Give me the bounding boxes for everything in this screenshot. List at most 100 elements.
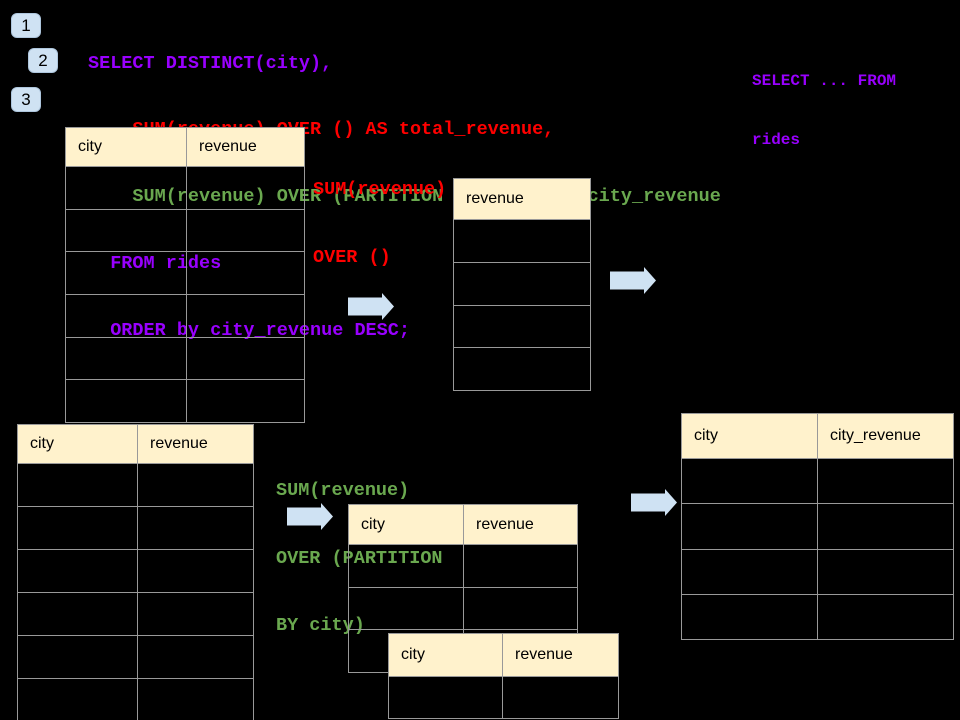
table-final-result: city city_revenue (681, 413, 954, 640)
table-cell (66, 167, 187, 209)
table-row (454, 219, 590, 262)
table-row (454, 304, 590, 348)
table-cell (66, 337, 187, 380)
step-badge-1-label: 1 (21, 15, 31, 35)
label-sum-over-partition: SUM(revenue) OVER (PARTITION BY city) (276, 435, 443, 683)
table-cell (138, 550, 253, 592)
sql-line-order-by: ORDER by city_revenue DESC; (88, 320, 410, 342)
arrow-right-icon-4 (631, 489, 677, 516)
table-cell (454, 348, 590, 390)
table-row (454, 261, 590, 305)
table-cell (187, 167, 304, 209)
table-cell (138, 507, 253, 549)
column-header-city: city (349, 505, 464, 544)
column-header-revenue: revenue (503, 634, 618, 676)
table-cell (682, 549, 818, 594)
table-cell (464, 588, 577, 630)
column-header-city: city (682, 414, 818, 458)
table-row (682, 548, 953, 594)
table-total-result: revenue (453, 178, 591, 391)
table-row (18, 678, 253, 720)
table-row (682, 503, 953, 549)
table-cell (454, 220, 590, 262)
sql-line-from: FROM rides (88, 253, 222, 275)
table-source-bottom: city revenue (17, 424, 254, 720)
column-header-city: city (66, 128, 187, 166)
column-header-city: city (18, 425, 138, 463)
table-cell (187, 338, 304, 380)
label-sum-over-partition-line-1: SUM(revenue) (276, 480, 410, 501)
column-header-city-revenue: city_revenue (818, 414, 953, 458)
table-cell (66, 209, 187, 252)
table-row (18, 549, 253, 592)
table-partition-overlay: city revenue (388, 633, 619, 719)
table-cell (818, 550, 953, 594)
column-header-revenue: revenue (138, 425, 253, 463)
table-cell (18, 550, 138, 592)
table-source-bottom-header-row: city revenue (18, 425, 253, 463)
table-partition-overlay-header-row: city revenue (389, 634, 618, 676)
table-cell (503, 677, 618, 718)
table-row (66, 251, 304, 295)
side-note-select-from-rides: SELECT ... FROM rides (752, 33, 896, 189)
side-note-line-2: rides (752, 130, 801, 149)
arrow-right-icon-3 (287, 503, 333, 530)
table-final-result-header-row: city city_revenue (682, 414, 953, 458)
table-cell (464, 545, 577, 587)
table-cell (66, 295, 187, 337)
table-row (66, 336, 304, 380)
label-sum-over-partition-line-3: BY city) (276, 615, 365, 636)
sql-line-select: SELECT DISTINCT(city), (88, 52, 333, 74)
column-header-revenue: revenue (454, 179, 590, 219)
table-cell (187, 210, 304, 252)
table-partition-mid-header-row: city revenue (349, 505, 577, 544)
table-cell (682, 504, 818, 549)
table-row (682, 593, 953, 639)
table-row (18, 635, 253, 678)
table-partition-mid: city revenue (348, 504, 578, 674)
table-cell (18, 679, 138, 720)
table-row (349, 586, 577, 630)
table-row (389, 676, 618, 718)
table-source-top: city revenue (65, 127, 305, 424)
table-row (18, 592, 253, 635)
table-row (454, 347, 590, 390)
table-cell (138, 636, 253, 678)
label-sum-over-total-line-1: SUM(revenue) (313, 179, 447, 200)
arrow-right-icon-1 (348, 293, 394, 320)
table-row (66, 379, 304, 423)
table-cell (18, 636, 138, 678)
table-cell (18, 507, 138, 549)
step-badge-3: 3 (11, 87, 41, 112)
table-cell (818, 504, 953, 548)
table-row (66, 166, 304, 209)
label-sum-over-partition-line-2: OVER (PARTITION (276, 547, 443, 569)
step-badge-2-label: 2 (38, 50, 48, 70)
table-cell (138, 679, 253, 720)
table-row (18, 506, 253, 549)
label-sum-over-total: SUM(revenue) OVER () (313, 134, 446, 314)
step-badge-2: 2 (28, 48, 58, 73)
table-row (349, 544, 577, 587)
table-row (66, 208, 304, 252)
label-sum-over-total-line-2: OVER () (313, 246, 391, 268)
table-cell (18, 464, 138, 506)
table-cell (389, 677, 503, 718)
table-cell (66, 252, 187, 295)
table-cell (187, 380, 304, 422)
table-row (682, 458, 953, 504)
table-cell (682, 594, 818, 639)
table-cell (187, 295, 304, 337)
table-cell (66, 380, 187, 423)
table-cell (349, 545, 464, 587)
table-total-result-header-row: revenue (454, 179, 590, 219)
step-badge-1: 1 (11, 13, 41, 38)
step-badge-3-label: 3 (21, 89, 31, 109)
side-note-line-1: SELECT ... FROM (752, 72, 897, 90)
table-cell (454, 306, 590, 348)
table-cell (454, 263, 590, 305)
table-cell (138, 464, 253, 506)
table-cell (138, 593, 253, 635)
table-cell (349, 587, 464, 630)
